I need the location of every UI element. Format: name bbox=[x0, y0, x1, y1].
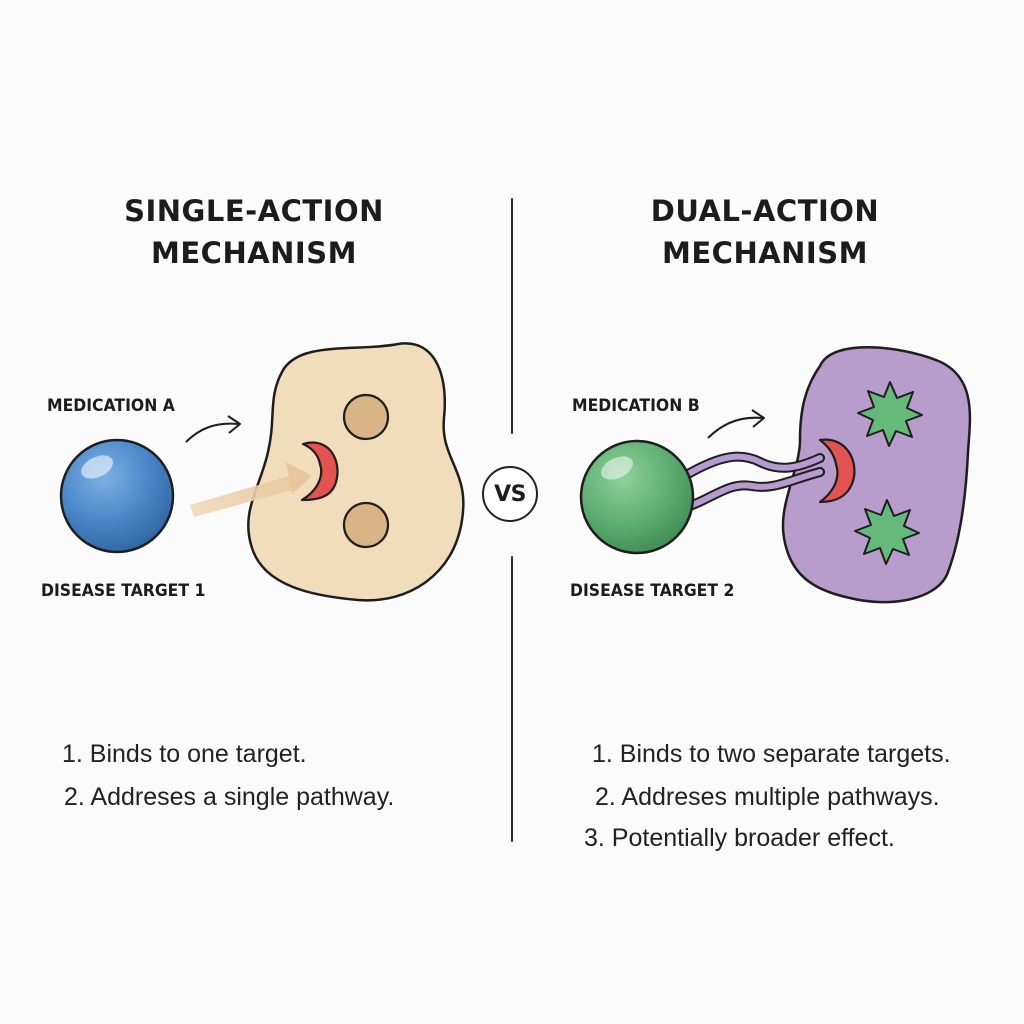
single-action-title: SINGLE-ACTION MECHANISM bbox=[54, 190, 454, 274]
dual-action-title-line2: MECHANISM bbox=[662, 236, 868, 270]
medication-b-sphere bbox=[579, 439, 695, 555]
panel-divider-bottom bbox=[511, 556, 513, 842]
single-action-point-2: 2. Addreses a single pathway. bbox=[64, 783, 395, 811]
single-action-point-1: 1. Binds to one target. bbox=[62, 740, 307, 768]
binding-beam bbox=[190, 474, 300, 517]
binding-site-2 bbox=[818, 438, 856, 504]
single-action-title-line2: MECHANISM bbox=[151, 236, 357, 270]
binding-site-1 bbox=[300, 441, 339, 502]
disease-target-2-label: DISEASE TARGET 2 bbox=[570, 581, 735, 601]
disease-target-1-label: DISEASE TARGET 1 bbox=[41, 581, 206, 601]
panel-divider-top bbox=[511, 198, 513, 434]
medication-a-label: MEDICATION A bbox=[47, 396, 175, 416]
organelle-bottom bbox=[342, 501, 390, 549]
dual-action-title-line1: DUAL-ACTION bbox=[650, 194, 880, 228]
dual-action-title: DUAL-ACTION MECHANISM bbox=[565, 190, 965, 274]
medication-b-label: MEDICATION B bbox=[572, 396, 700, 416]
vs-badge: VS bbox=[482, 466, 538, 522]
disease-target-2-cell bbox=[781, 346, 972, 604]
binding-beam-head bbox=[286, 462, 312, 494]
dual-action-point-2: 2. Addreses multiple pathways. bbox=[595, 783, 940, 811]
organelle-top bbox=[342, 393, 390, 441]
single-action-title-line1: SINGLE-ACTION bbox=[124, 194, 384, 228]
dual-linker bbox=[683, 451, 825, 511]
dual-action-point-3: 3. Potentially broader effect. bbox=[584, 824, 895, 852]
disease-target-1-cell bbox=[247, 342, 465, 602]
arrow-medication-b bbox=[707, 409, 765, 439]
green-star-top bbox=[857, 381, 923, 447]
arrow-medication-a bbox=[185, 415, 241, 443]
green-star-bottom bbox=[854, 499, 920, 565]
dual-action-point-1: 1. Binds to two separate targets. bbox=[592, 740, 951, 768]
medication-a-sphere bbox=[59, 438, 175, 554]
